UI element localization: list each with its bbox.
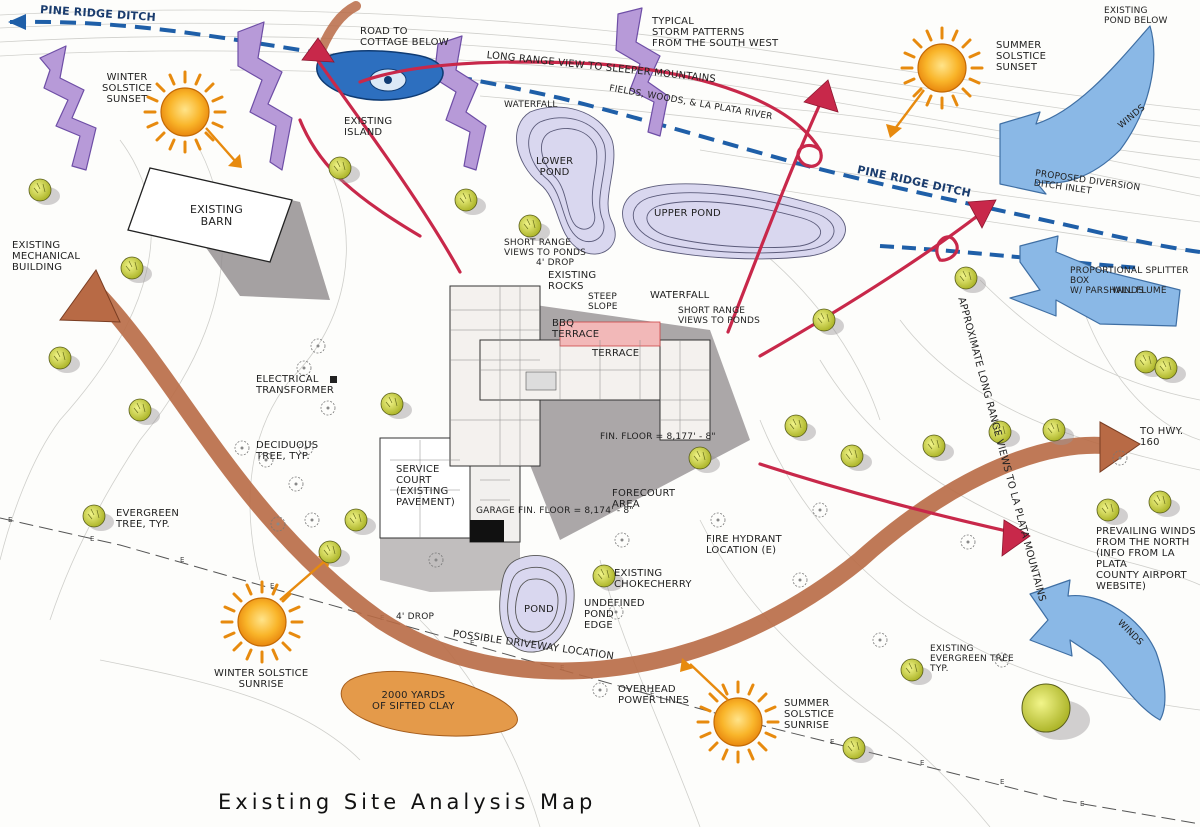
short-range-views-label: Short Range Views to Ponds <box>504 238 587 258</box>
svg-text:E: E <box>270 582 274 590</box>
electrical-transformer-mark <box>330 376 337 383</box>
lower-pond-label: Lower Pond <box>536 156 574 178</box>
south-pond-shape <box>499 555 575 653</box>
summer-sunset-sun <box>900 26 984 110</box>
terrace-label: Terrace <box>592 348 640 359</box>
svg-text:E: E <box>920 759 924 767</box>
prevailing-winds-label: Prevailing Winds from the North (Info fr… <box>1096 526 1196 592</box>
bbq-terrace-label: BBQ Terrace <box>552 318 600 340</box>
undefined-pond-edge-label: Undefined Pond Edge <box>584 598 645 631</box>
winter-sunrise-label: Winter Solstice Sunrise <box>214 668 309 690</box>
existing-mech-label: Existing Mechanical Building <box>12 240 81 273</box>
electrical-transformer-label: Electrical Transformer <box>256 374 334 396</box>
to-hwy-160-label: To Hwy. 160 <box>1140 426 1184 448</box>
clay-pile-label: 2000 Yards of Sifted Clay <box>372 690 455 712</box>
trees <box>28 156 1187 764</box>
existing-barn-label: Existing Barn <box>190 203 244 228</box>
fin-floor-label: Fin. Floor = 8,177' - 8" <box>600 432 716 442</box>
steep-slope-label: Steep Slope <box>588 292 618 312</box>
large-evergreen-tree <box>1021 683 1090 740</box>
existing-pond-below-label: Existing Pond Below <box>1104 6 1168 26</box>
summer-sunrise-sun <box>696 680 780 764</box>
winter-sunset-label: Winter Solstice Sunset <box>102 72 153 105</box>
svg-text:E: E <box>830 738 834 746</box>
deciduous-tree-label: Deciduous Tree, Typ. <box>256 440 319 462</box>
wind-arrows <box>999 25 1181 721</box>
svg-text:E: E <box>8 516 12 524</box>
forecourt-area-label: Forecourt Area <box>612 488 676 510</box>
existing-barn-shape <box>127 167 330 300</box>
svg-text:E: E <box>90 535 94 543</box>
winds-2-label: Winds <box>1112 286 1144 296</box>
svg-text:E: E <box>180 556 184 564</box>
waterfall-mid-label: Waterfall <box>650 290 710 301</box>
existing-island-label: Existing Island <box>344 116 393 138</box>
service-court-label: Service Court (Existing Pavement) <box>396 464 455 508</box>
summer-sunrise-label: Summer Solstice Sunrise <box>784 698 835 731</box>
driveway-arc <box>89 286 1111 680</box>
upper-pond-label: Upper Pond <box>654 208 721 219</box>
clay-pile-shape <box>340 670 518 737</box>
svg-text:E: E <box>650 690 654 698</box>
existing-evergreen-typ-label: Existing Evergreen Tree Typ. <box>930 644 1014 674</box>
ponds-north <box>516 106 846 260</box>
house-footprint <box>379 285 750 592</box>
evergreen-tree-label: Evergreen Tree, Typ. <box>116 508 180 530</box>
map-title: Existing Site Analysis Map <box>218 790 597 814</box>
road-to-cottage-label: Road to Cottage Below <box>360 26 449 48</box>
winter-sunrise-sun <box>220 580 304 664</box>
waterfall-top-label: Waterfall <box>504 100 558 110</box>
summer-sunset-label: Summer Solstice Sunset <box>996 40 1047 73</box>
proportional-splitter-label: Proportional Splitter Box w/ Parshall Fl… <box>1070 266 1189 296</box>
existing-rocks-label: Existing Rocks <box>548 270 597 292</box>
storm-pattern-arrows <box>39 7 669 171</box>
svg-text:E: E <box>1080 800 1084 808</box>
view-arrows <box>298 56 1022 536</box>
pine-ridge-ditch-top <box>9 19 1200 254</box>
fire-hydrant-label: Fire Hydrant Location (E) <box>706 534 782 556</box>
drop-4-top-label: 4' Drop <box>536 258 575 268</box>
existing-chokecherry-label: Existing Chokecherry <box>614 568 692 590</box>
overhead-power-label: Overhead Power Lines <box>618 684 690 706</box>
drop-4-bottom-label: 4' Drop <box>396 612 435 622</box>
typical-storm-label: Typical Storm Patterns from the South We… <box>652 16 779 49</box>
road-to-cottage <box>317 1 361 53</box>
short-range-views-2-label: Short Range Views to Ponds <box>678 306 761 326</box>
winter-sunset-sun <box>143 70 227 154</box>
garage-fin-floor-label: Garage Fin. Floor = 8,174' - 8" <box>476 506 634 516</box>
svg-text:E: E <box>1000 778 1004 786</box>
svg-text:E: E <box>470 639 474 647</box>
pond-label: Pond <box>524 604 554 615</box>
pine-ridge-ditch-lower <box>879 244 1141 270</box>
